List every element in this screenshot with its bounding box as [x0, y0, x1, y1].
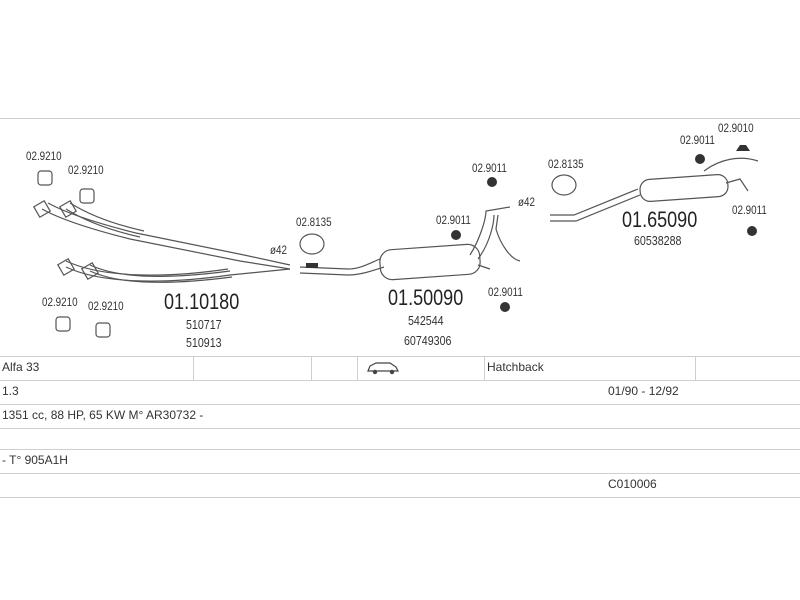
exhaust-diagram: 02.9210 02.9210 02.9210 02.9210 02.8135 … — [0, 118, 800, 357]
hanger-code: 02.9011 — [488, 285, 523, 299]
diameter-label: ø42 — [518, 195, 535, 209]
table-row: 1351 cc, 88 HP, 65 KW M° AR30732 - — [0, 405, 800, 429]
middle-silencer-body — [379, 243, 481, 281]
hanger-code: 02.9011 — [436, 213, 471, 227]
diameter-label: ø42 — [270, 243, 287, 257]
hanger-code: 02.9010 — [718, 121, 754, 135]
front-pipe-code: 01.10180 — [164, 289, 240, 314]
front-pipe-upper — [41, 208, 291, 270]
front-pipe-ref: 510717 — [186, 317, 222, 332]
table-row: Alfa 33 Hatchback — [0, 356, 800, 381]
car-icon — [367, 362, 399, 375]
rear-silencer-body — [639, 174, 729, 202]
engine-details-cell: 1351 cc, 88 HP, 65 KW M° AR30732 - — [2, 408, 204, 422]
engine-size-cell: 1.3 — [2, 384, 19, 398]
years-cell: 01/90 - 12/92 — [608, 384, 679, 398]
gasket-code: 02.9210 — [42, 295, 78, 309]
middle-silencer-ref: 60749306 — [404, 333, 452, 348]
model-cell: Alfa 33 — [2, 360, 40, 374]
exhaust-drawing — [32, 145, 759, 338]
table-row: 1.3 01/90 - 12/92 — [0, 381, 800, 405]
body-type-cell: Hatchback — [484, 357, 695, 380]
catalog-number-cell: C010006 — [608, 477, 657, 491]
table-row: - T° 905A1H — [0, 450, 800, 474]
middle-silencer-code: 01.50090 — [388, 285, 464, 310]
clamp-code: 02.8135 — [548, 157, 584, 171]
hanger-icon — [487, 177, 497, 187]
table-row: C010006 — [0, 474, 800, 498]
rear-silencer-code: 01.65090 — [622, 207, 698, 232]
hanger-code: 02.9011 — [732, 203, 767, 217]
gasket-code: 02.9210 — [68, 163, 104, 177]
front-pipe-ref: 510913 — [186, 335, 222, 350]
gasket-code: 02.9210 — [26, 149, 62, 163]
engine-code-cell: - T° 905A1H — [2, 453, 68, 467]
front-pipe-lower — [65, 266, 291, 282]
hanger-code: 02.9011 — [472, 161, 507, 175]
hanger-code: 02.9011 — [680, 133, 715, 147]
vehicle-info-table: Alfa 33 Hatchback 1.3 01/90 - 12/92 1351… — [0, 356, 800, 498]
middle-silencer-ref: 542544 — [408, 313, 444, 328]
car-icon-cell — [357, 357, 484, 380]
clamp-code: 02.8135 — [296, 215, 332, 229]
rear-silencer-ref: 60538288 — [634, 233, 682, 248]
table-row — [0, 429, 800, 450]
gasket-code: 02.9210 — [88, 299, 124, 313]
